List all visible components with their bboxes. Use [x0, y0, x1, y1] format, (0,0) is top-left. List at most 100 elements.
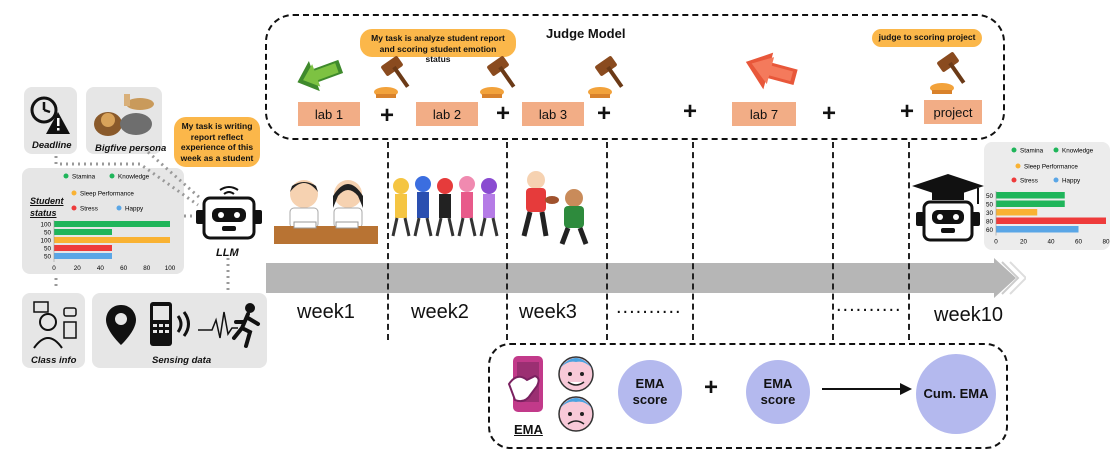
- ema-score-circle: EMA score: [618, 360, 682, 424]
- phone-hand-icon: [507, 356, 543, 412]
- legend-label: Happy: [125, 205, 144, 212]
- clock-warning-icon: [30, 96, 70, 134]
- legend-dot: [1015, 163, 1021, 169]
- bar-value-label: 100: [40, 222, 51, 229]
- plus-sign: +: [683, 98, 698, 125]
- ema-box: [488, 343, 1008, 449]
- legend-label: Stress: [80, 205, 98, 212]
- bar-value-label: 50: [44, 246, 52, 253]
- x-tick-label: 40: [1047, 239, 1055, 246]
- legend-dot: [1053, 147, 1059, 153]
- location-pin-icon: [106, 305, 136, 345]
- gavel-icon: [588, 56, 624, 98]
- week-divider: [832, 142, 834, 340]
- bar: [996, 217, 1106, 224]
- x-tick-label: 80: [1102, 239, 1110, 246]
- x-tick-label: 20: [1020, 239, 1028, 246]
- week-2-label: week2: [411, 301, 469, 323]
- gavel-icon: [930, 52, 966, 94]
- week-1-label: week1: [297, 301, 355, 323]
- legend-label: Stress: [1020, 177, 1038, 184]
- legend-label: Sleep Performance: [80, 190, 134, 197]
- bar: [54, 245, 112, 251]
- legend-label: Knowledge: [118, 173, 150, 180]
- ema-plus-sign: +: [704, 374, 719, 401]
- legend-label: Happy: [1062, 177, 1081, 184]
- legend-dot: [1011, 177, 1017, 183]
- plus-sign: +: [900, 98, 915, 125]
- x-tick-label: 40: [97, 265, 105, 272]
- cum-ema-circle: Cum. EMA: [916, 354, 996, 434]
- student-status-label: Student status: [30, 196, 64, 218]
- bar-value-label: 50: [986, 193, 994, 200]
- dancing-group-illustration: [391, 176, 499, 237]
- bar-value-label: 50: [44, 254, 52, 261]
- bar: [54, 237, 170, 243]
- project-box: project: [924, 100, 982, 124]
- bar-value-label: 60: [986, 227, 994, 234]
- robot-icon: [196, 186, 262, 240]
- plus-sign: +: [597, 100, 612, 127]
- judge-project-bubble: judge to scoring project: [872, 29, 982, 47]
- legend-dot: [71, 190, 77, 196]
- x-tick-label: 0: [994, 239, 998, 246]
- plus-sign: +: [822, 100, 837, 127]
- lab-3-box: lab 3: [522, 102, 584, 126]
- bar: [996, 192, 1065, 199]
- red-arrow-icon: [745, 52, 798, 90]
- legend-dot: [71, 205, 77, 211]
- bar-value-label: 30: [986, 210, 994, 217]
- arrow-right-icon: [822, 383, 912, 395]
- bar: [996, 209, 1038, 216]
- gavel-icon: [374, 56, 410, 98]
- class-info-label: Class info: [31, 355, 77, 366]
- graduate-robot-icon: [912, 174, 984, 242]
- students-studying-illustration: [274, 180, 378, 244]
- week-divider: [606, 142, 608, 340]
- emotion-faces-icon: [558, 356, 594, 432]
- sensing-data-label: Sensing data: [152, 355, 212, 366]
- week-divider: [692, 142, 694, 340]
- student-teacher-icon: [33, 301, 77, 349]
- green-arrow-icon: [297, 59, 344, 92]
- phone-signal-icon: [150, 302, 190, 346]
- rugby-players-illustration: [521, 171, 589, 245]
- legend-dot: [109, 173, 115, 179]
- legend-label: Knowledge: [1062, 147, 1094, 154]
- legend-dot: [116, 205, 122, 211]
- bar-value-label: 50: [44, 230, 52, 237]
- bar: [54, 221, 170, 227]
- ellipsis: ..........: [836, 294, 902, 316]
- bar-value-label: 80: [986, 219, 994, 226]
- deadline-label: Deadline: [32, 140, 72, 151]
- x-tick-label: 60: [1075, 239, 1083, 246]
- llm-label: LLM: [216, 247, 239, 259]
- legend-label: Sleep Performance: [1024, 163, 1078, 170]
- x-tick-label: 80: [143, 265, 151, 272]
- week-10-label: week10: [934, 304, 1003, 326]
- bar-value-label: 100: [40, 238, 51, 245]
- week-divider: [908, 142, 910, 340]
- legend-dot: [1011, 147, 1017, 153]
- lab-1-box: lab 1: [298, 102, 360, 126]
- class-info-box: [22, 293, 85, 368]
- bar-value-label: 50: [986, 202, 994, 209]
- bigfive-label: Bigfive persona: [95, 143, 167, 154]
- lab-2-box: lab 2: [416, 102, 478, 126]
- timeline-arrow: [266, 258, 1026, 298]
- week-divider: [387, 142, 389, 340]
- x-tick-label: 0: [52, 265, 56, 272]
- judge-model-box: [265, 14, 1005, 140]
- x-tick-label: 20: [74, 265, 82, 272]
- legend-label: Stamina: [1020, 147, 1044, 154]
- lab-7-box: lab 7: [732, 102, 796, 126]
- llm-bubble: My task is writing report reflect experi…: [174, 117, 260, 167]
- bar: [996, 200, 1065, 207]
- plus-sign: +: [496, 100, 511, 127]
- x-tick-label: 60: [120, 265, 128, 272]
- heartbeat-runner-icon: [198, 303, 260, 348]
- legend-dot: [63, 173, 69, 179]
- legend-label: Stamina: [72, 173, 96, 180]
